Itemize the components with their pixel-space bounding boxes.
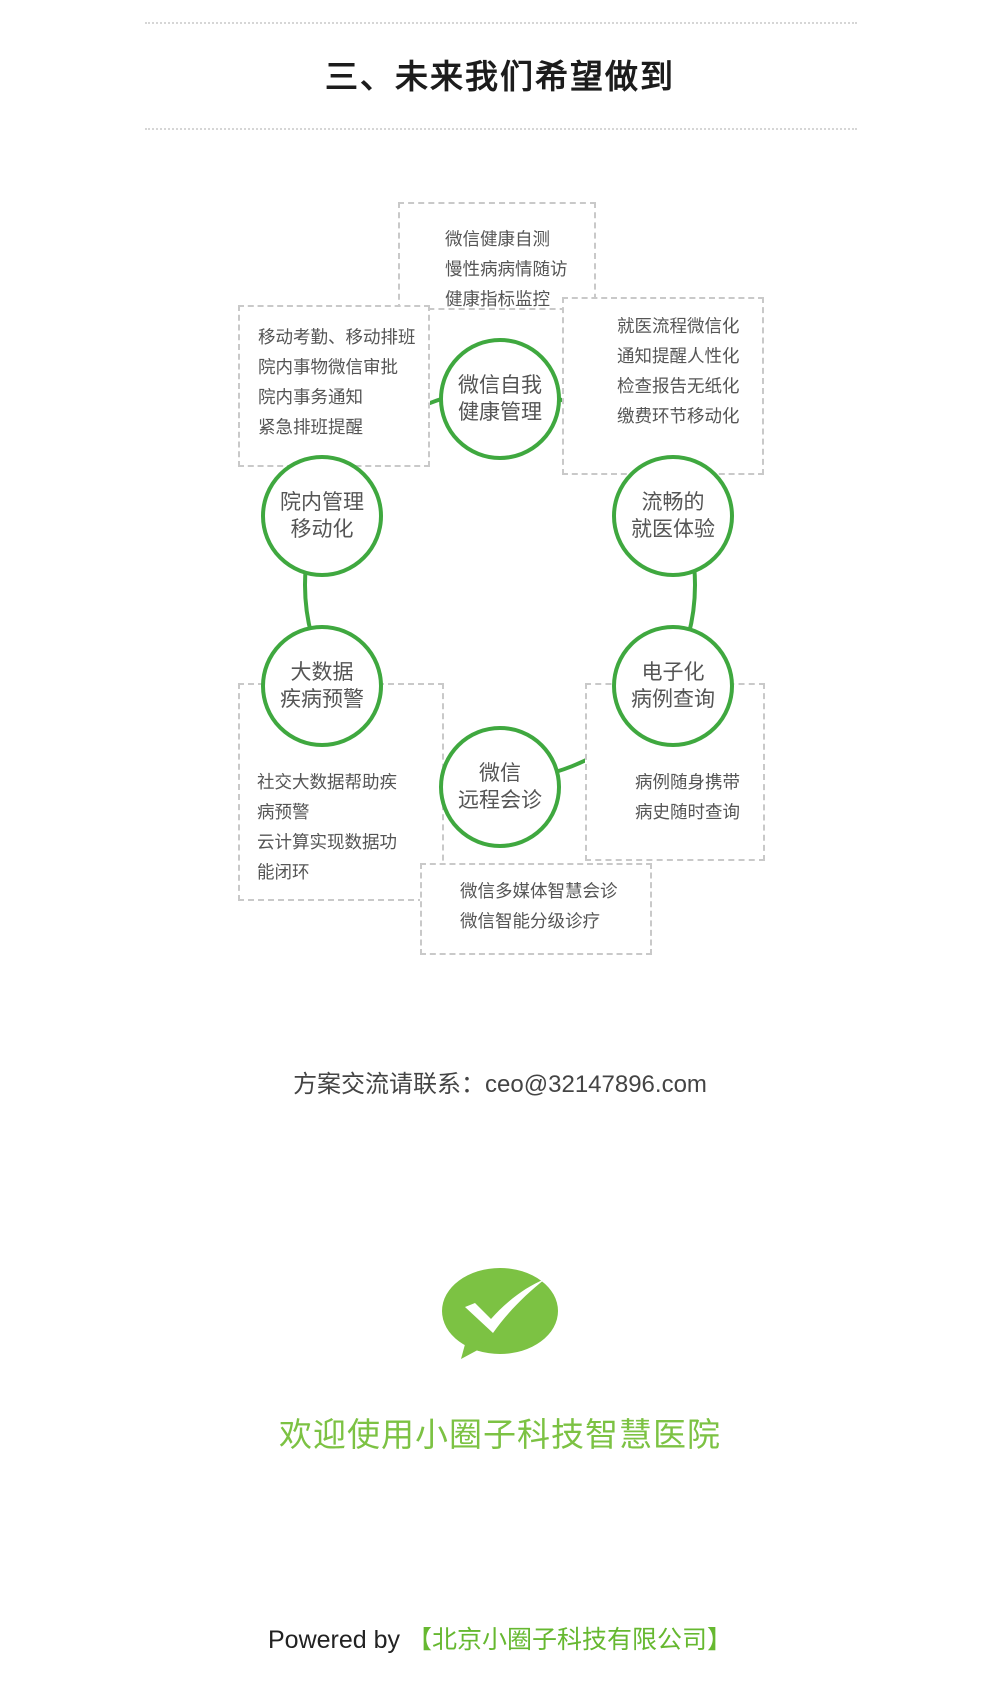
box-bottom-left-line-3: 云计算实现数据功 — [257, 833, 397, 853]
box-top-left-line-3: 院内事务通知 — [258, 388, 363, 408]
box-top-right-line-2: 通知提醒人性化 — [617, 347, 740, 367]
node-3-line-1: 电子化 — [641, 660, 705, 684]
section-title: 三、未来我们希望做到 — [325, 57, 675, 96]
node-6-line-2: 移动化 — [290, 517, 354, 541]
box-top-left-line-4: 紧急排班提醒 — [258, 418, 363, 438]
box-top-line-1: 微信健康自测 — [445, 230, 550, 250]
box-bottom-right-line-2: 病史随时查询 — [635, 803, 740, 823]
node-big-data-warning: 大数据 疾病预警 — [261, 625, 383, 747]
node-6-line-1: 院内管理 — [280, 490, 364, 514]
powered-by-label: Powered by — [268, 1626, 407, 1654]
top-divider — [145, 22, 857, 24]
node-4-line-1: 微信 — [479, 761, 521, 785]
node-2-line-1: 流畅的 — [641, 490, 705, 514]
footer-powered-by: Powered by 【北京小圈子科技有限公司】 — [0, 1620, 1000, 1656]
contact-info: 方案交流请联系：ceo@32147896.com — [293, 1071, 707, 1098]
box-top-line-3: 健康指标监控 — [445, 290, 550, 310]
node-1-line-1: 微信自我 — [458, 373, 542, 397]
node-1-line-2: 健康管理 — [458, 400, 542, 424]
welcome-text: 欢迎使用小圈子科技智慧医院 — [279, 1415, 721, 1454]
title-divider — [145, 128, 857, 130]
box-bottom-right-line-1: 病例随身携带 — [635, 773, 740, 793]
box-bottom-left-line-4: 能闭环 — [257, 863, 310, 883]
box-top-left: 移动考勤、移动排班 院内事物微信审批 院内事务通知 紧急排班提醒 — [238, 305, 430, 467]
node-2-line-2: 就医体验 — [631, 517, 715, 541]
node-smooth-medical-experience: 流畅的 就医体验 — [612, 455, 734, 577]
box-top-right: 就医流程微信化 通知提醒人性化 检查报告无纸化 缴费环节移动化 — [562, 297, 764, 475]
box-bottom: 微信多媒体智慧会诊 微信智能分级诊疗 — [420, 863, 652, 955]
node-self-health-management: 微信自我 健康管理 — [439, 338, 561, 460]
box-top-right-line-1: 就医流程微信化 — [617, 317, 740, 337]
node-electronic-records: 电子化 病例查询 — [612, 625, 734, 747]
node-4-line-2: 远程会诊 — [458, 788, 542, 812]
box-top-line-2: 慢性病病情随访 — [445, 260, 568, 280]
box-top: 微信健康自测 慢性病病情随访 健康指标监控 — [398, 202, 596, 310]
wechat-icon — [441, 1267, 559, 1371]
box-bottom-line-1: 微信多媒体智慧会诊 — [460, 882, 618, 902]
box-bottom-left-line-2: 病预警 — [257, 803, 310, 823]
ring-svg — [303, 388, 697, 782]
company-link[interactable]: 【北京小圈子科技有限公司】 — [406, 1626, 732, 1654]
node-5-line-1: 大数据 — [290, 660, 354, 684]
box-bottom-left-line-1: 社交大数据帮助疾 — [257, 773, 397, 793]
node-hospital-mobile-management: 院内管理 移动化 — [261, 455, 383, 577]
box-top-right-line-3: 检查报告无纸化 — [617, 377, 740, 397]
node-5-line-2: 疾病预警 — [280, 687, 364, 711]
box-top-right-line-4: 缴费环节移动化 — [617, 407, 740, 427]
box-top-left-line-1: 移动考勤、移动排班 — [258, 328, 416, 348]
box-top-left-line-2: 院内事物微信审批 — [258, 358, 398, 378]
box-bottom-line-2: 微信智能分级诊疗 — [460, 912, 600, 932]
node-3-line-2: 病例查询 — [631, 687, 715, 711]
node-remote-consultation: 微信 远程会诊 — [439, 726, 561, 848]
